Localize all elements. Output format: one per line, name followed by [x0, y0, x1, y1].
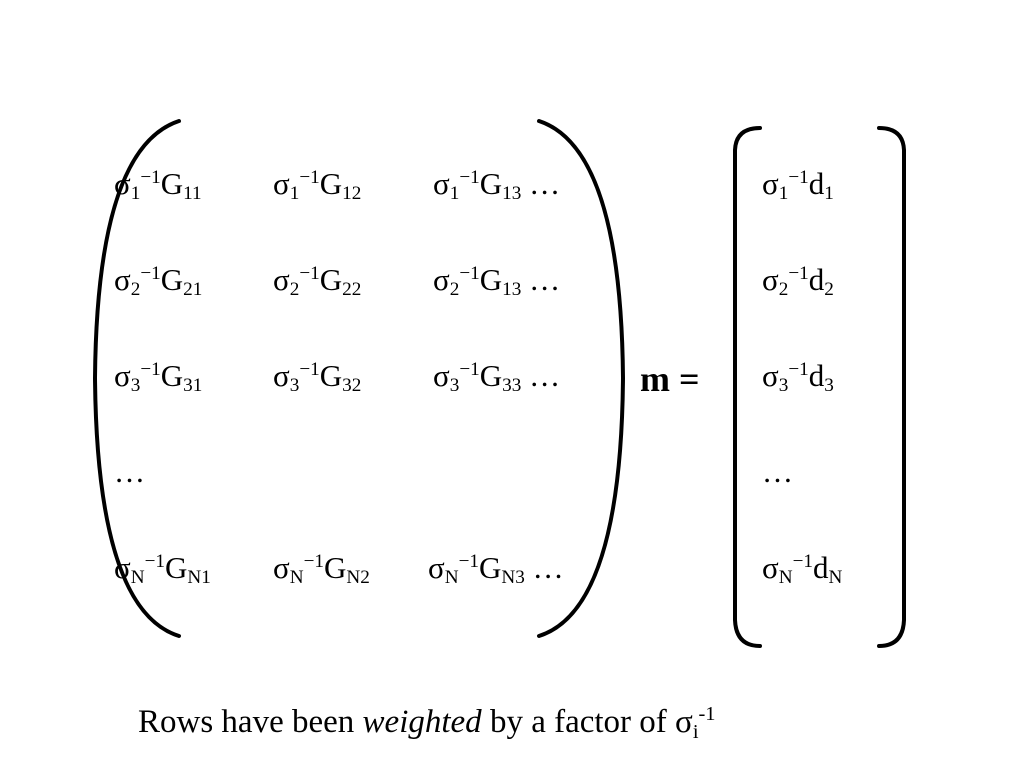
model-vector-equals: m = [640, 359, 700, 399]
vector-cell: σ2−1d2 [762, 262, 834, 301]
matrix-left-paren [93, 119, 181, 638]
vector-left-bracket [733, 126, 762, 648]
matrix-ellipsis: … [114, 454, 145, 489]
matrix-cell: σ1−1G13 … [433, 166, 561, 205]
matrix-cell: σ3−1G32 [273, 358, 362, 397]
vector-ellipsis: … [762, 454, 793, 489]
vector-cell: σN−1dN [762, 550, 843, 589]
caption: Rows have been weighted by a factor of σ… [138, 702, 716, 744]
vector-cell: σ3−1d3 [762, 358, 834, 397]
matrix-cell: σN−1GN2 [273, 550, 370, 589]
matrix-cell: σ2−1G21 [114, 262, 203, 301]
matrix-cell: σN−1GN3 … [428, 550, 564, 589]
matrix-cell: σ1−1G12 [273, 166, 362, 205]
matrix-cell: σ3−1G33 … [433, 358, 561, 397]
vector-right-bracket [877, 126, 906, 648]
matrix-cell: σ2−1G13 … [433, 262, 561, 301]
matrix-cell: σ1−1G11 [114, 166, 202, 205]
matrix-cell: σ2−1G22 [273, 262, 362, 301]
vector-cell: σ1−1d1 [762, 166, 834, 205]
matrix-cell: σN−1GN1 [114, 550, 211, 589]
matrix-right-paren [537, 119, 625, 638]
matrix-cell: σ3−1G31 [114, 358, 203, 397]
